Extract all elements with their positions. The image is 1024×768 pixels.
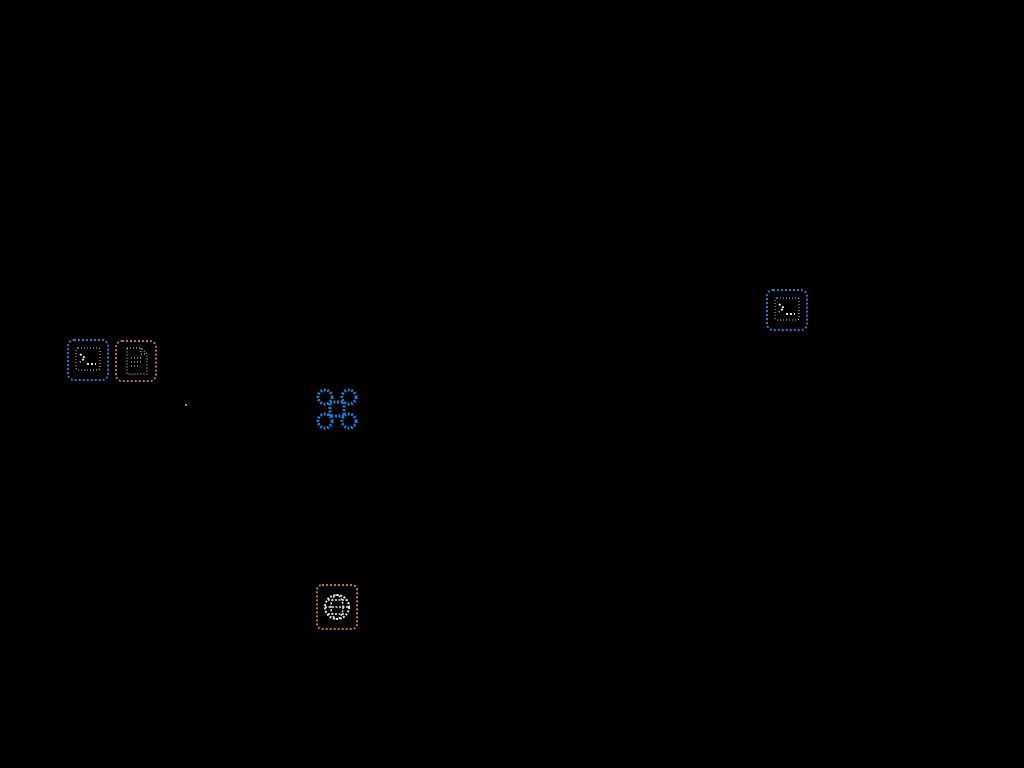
stray-pixel [185,404,187,406]
document-icon[interactable] [113,338,159,384]
command-key-graphic [316,388,358,430]
globe-icon[interactable] [314,582,360,632]
terminal-icon-graphic [67,339,109,381]
terminal-icon[interactable] [765,288,809,332]
terminal-icon[interactable] [66,338,110,382]
globe-icon-graphic [316,584,358,630]
command-key-icon[interactable] [314,386,360,432]
terminal-icon-graphic [766,289,808,331]
document-icon-graphic [115,340,157,382]
